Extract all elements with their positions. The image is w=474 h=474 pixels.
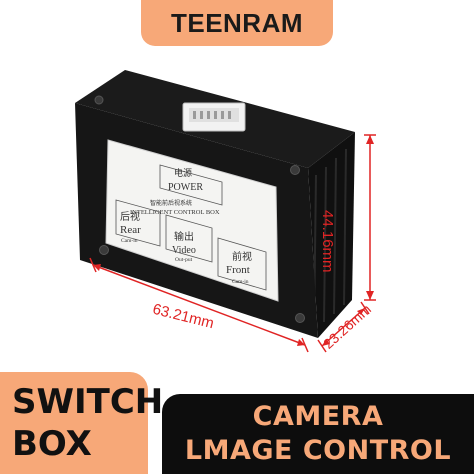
title-line-1: SWITCH — [12, 382, 164, 422]
system-cn-text: 智能前后视系统 — [150, 199, 192, 207]
front-cn-text: 前视 — [232, 250, 252, 263]
label-text: 电源 POWER 智能前后视系统 INTELLIGENT CONTROL BOX… — [120, 167, 252, 285]
video-cn-text: 输出 — [174, 230, 194, 243]
power-text: POWER — [168, 182, 203, 193]
height-dimension-label: 44.16mm — [319, 210, 336, 273]
system-text: INTELLIGENT CONTROL BOX — [130, 209, 220, 216]
rear-sub-text: Cam-in — [121, 238, 138, 244]
rear-cn-text: 后视 — [120, 210, 140, 223]
camera-control-title: CAMERA LMAGE CONTROL — [162, 394, 474, 474]
brand-name: TEENRAM — [170, 7, 304, 38]
switch-box-title: SWITCH BOX — [0, 372, 164, 474]
screws — [94, 95, 305, 323]
power-cn-text: 电源 — [174, 167, 192, 178]
subtitle-line-2: LMAGE CONTROL — [184, 435, 452, 466]
title-line-2: BOX — [12, 424, 92, 464]
label-sticker — [105, 139, 279, 302]
connector-port — [182, 102, 246, 132]
front-sub-text: Cam-in — [232, 279, 249, 285]
depth-dimension-line — [321, 307, 366, 347]
video-sub-text: Out-put — [175, 257, 193, 263]
video-text: Video — [172, 245, 196, 256]
subtitle-line-1: CAMERA — [252, 401, 384, 432]
side-ridges — [313, 148, 347, 331]
dimension-lines — [89, 134, 376, 353]
front-text: Front — [226, 264, 250, 276]
width-dimension-line — [92, 264, 306, 346]
brand-banner: TEENRAM — [141, 0, 333, 46]
label-frames — [115, 164, 267, 291]
rear-text: Rear — [120, 224, 141, 236]
